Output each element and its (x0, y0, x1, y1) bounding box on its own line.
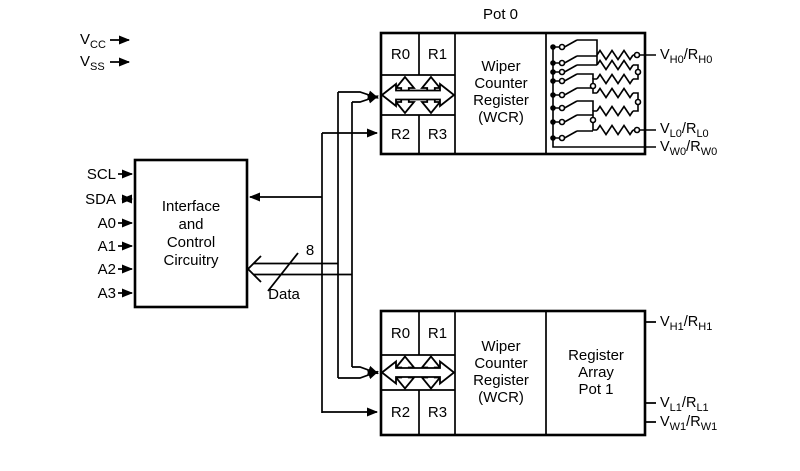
resistor-icon (596, 87, 634, 99)
pot0-dividers (382, 34, 547, 153)
bus-width-slash-icon (267, 252, 299, 292)
pot0-x-arrow-lower (352, 94, 379, 104)
pin-arrows (118, 169, 133, 298)
pin-label-a0: A0 (97, 215, 116, 232)
pin-label-scl: SCL (86, 166, 116, 183)
pot1-x-arrow-lower (338, 370, 379, 380)
pot1-register-array-label: Register Array Pot 1 (568, 347, 624, 398)
data-bus-label: Data (268, 286, 300, 303)
data-bus-shaft (253, 262, 352, 276)
pot1-crossbar-arrows-icon (380, 355, 456, 390)
resistor-icon (596, 59, 634, 71)
terminal-label-vw1: VW1/RW1 (660, 414, 718, 433)
pin-label-a3: A3 (97, 285, 116, 302)
resistor-icon (596, 124, 634, 136)
pot1-register-r2: R2 (390, 404, 411, 421)
interface-block-label: Interface and Control Circuitry (161, 198, 221, 269)
vss-base: V (80, 53, 91, 70)
bus-junction-dots (550, 44, 556, 141)
pot0-register-r2: R2 (390, 126, 411, 143)
pin-label-a2: A2 (97, 261, 116, 278)
bus-width-label: 8 (305, 242, 315, 259)
pot0-register-r3: R3 (427, 126, 448, 143)
vcc-sub: CC (90, 38, 106, 51)
pot1-register-r0: R0 (390, 325, 411, 342)
terminal-label-vl1: VL1/RL1 (660, 395, 709, 414)
pot0-wcr-label: Wiper Counter Register (WCR) (473, 58, 529, 126)
pot0-crossbar-arrows-icon (380, 75, 456, 115)
pin-label-a1: A1 (97, 238, 116, 255)
vss-sub: SS (90, 60, 105, 73)
pot1-register-r1: R1 (427, 325, 448, 342)
pot1-box (379, 309, 647, 437)
pot1-wcr-label: Wiper Counter Register (WCR) (473, 338, 529, 406)
terminal-label-vh0: VH0/RH0 (660, 47, 713, 66)
data-bus-arrow-icon (246, 252, 352, 292)
resistor-icon (596, 49, 634, 61)
resistor-icon (596, 73, 634, 85)
data-bus-arrowhead (246, 255, 262, 283)
interface-block-box (133, 158, 249, 309)
pot0-register-r0: R0 (390, 46, 411, 63)
pot0-register-r1: R1 (427, 46, 448, 63)
switch-contacts (558, 43, 566, 142)
bus-wiring (249, 90, 379, 417)
vcc-label: VCC (80, 31, 106, 51)
vcc-base: V (80, 31, 91, 48)
terminal-label-vw0: VW0/RW0 (660, 139, 718, 158)
terminal-label-vh1: VH1/RH1 (660, 314, 713, 333)
pot1-register-r3: R3 (427, 404, 448, 421)
resistor-icon (596, 105, 634, 117)
pot0-title: Pot 0 (482, 6, 519, 23)
pot0-x-arrow-upper (338, 90, 379, 100)
pin-label-sda: SDA (85, 191, 116, 208)
ladder-nodes (589, 51, 642, 134)
pot1-dividers (382, 312, 547, 434)
pot0-resistor-ladder (550, 39, 656, 148)
terminal-label-vl0: VL0/RL0 (660, 121, 709, 140)
vss-label: VSS (80, 53, 105, 73)
pot1-terminal-stubs (645, 321, 656, 423)
